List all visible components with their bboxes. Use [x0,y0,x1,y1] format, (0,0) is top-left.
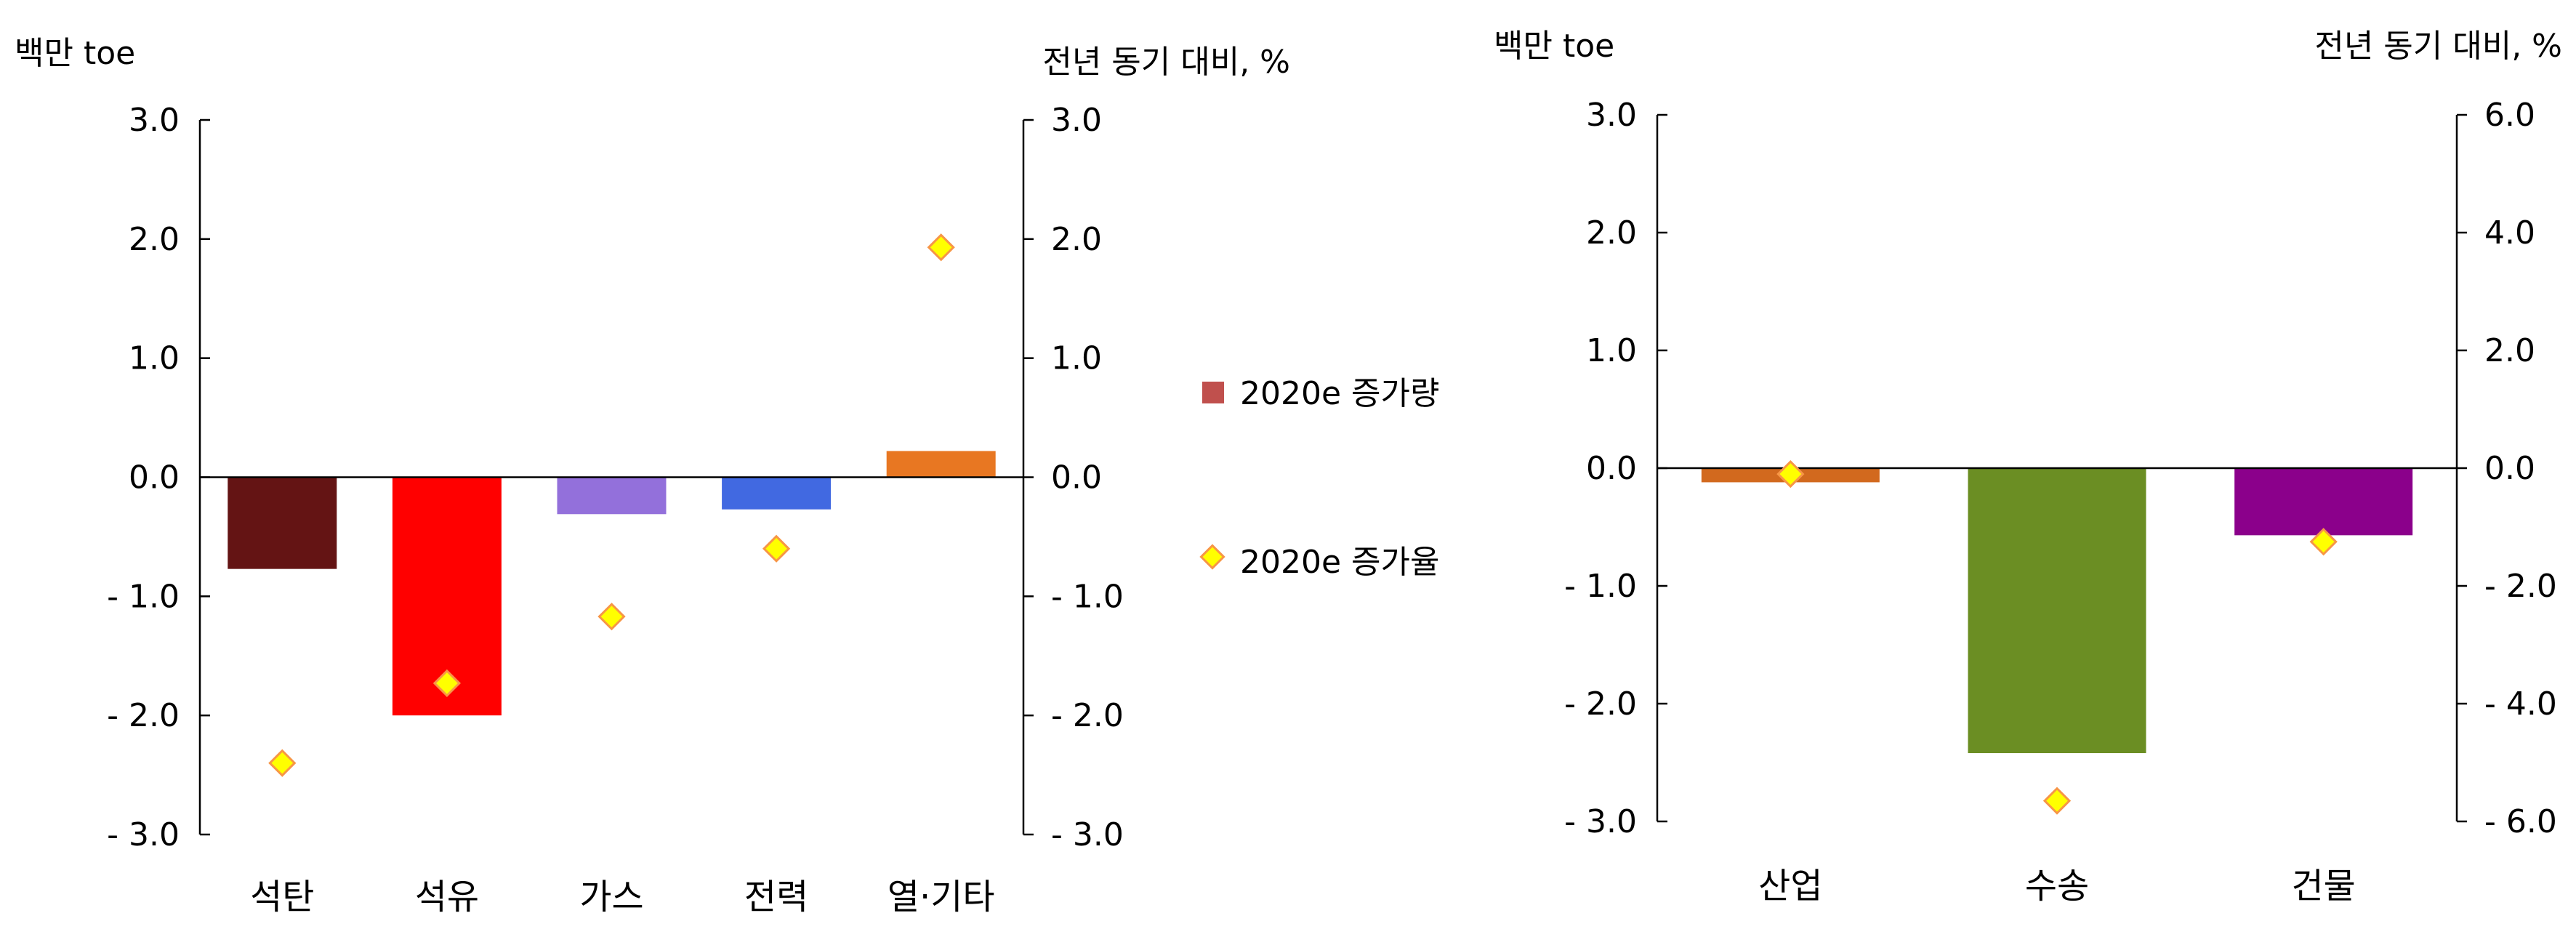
left-chart-y-tick-label-left: 2.0 [129,221,180,258]
right-chart-bars [1657,467,2457,754]
left-chart-marker-2 [597,603,626,631]
legend-marker-label: 2020e 증가율 [1240,544,1439,581]
right-chart-y-tick-label-left: 0.0 [1586,450,1637,487]
left-chart-y-tick-label-right: 2.0 [1051,221,1102,258]
left-chart-y-tick-label-left: - 1.0 [107,578,180,615]
left-chart-y-tick-label-left: 0.0 [129,459,180,496]
right-chart-y-tick-label-right: 2.0 [2484,332,2535,369]
right-chart-markers [1776,459,2338,815]
left-chart-y-tick-label-right: - 3.0 [1051,816,1124,853]
right-chart-y-label-right: 전년 동기 대비, % [2314,28,2562,65]
left-chart-category-labels: 석탄 석유 가스 전력 열·기타 [250,877,994,917]
right-chart-y-tick-label-right: 0.0 [2484,450,2535,487]
left-chart-y-tick-label-right: 0.0 [1051,459,1102,496]
right-chart-y-tick-label-right: - 2.0 [2484,568,2557,605]
left-chart-category-label-3: 전력 [744,877,808,917]
right-chart-y-tick-label-left: - 2.0 [1564,685,1637,723]
left-chart-y-axis-left-ticks: 3.0 2.0 1.0 0.0 - 1.0 - 2.0 - 3.0 [107,102,210,853]
left-chart-bars [200,451,1023,716]
left-chart-bar-4 [886,451,996,478]
right-chart-marker-1 [2042,787,2072,815]
right-chart-y-tick-label-right: 6.0 [2484,97,2535,134]
right-chart-category-label-2: 건물 [2292,866,2356,906]
left-chart-y-tick-label-left: - 3.0 [107,816,180,853]
right-chart-category-labels: 산업 수송 건물 [1758,866,2356,906]
legend: 2020e 증가량 2020e 증가율 [1199,375,1439,581]
left-chart-y-tick-label-left: - 2.0 [107,697,180,734]
left-chart-y-tick-label-left: 3.0 [129,102,180,139]
left-chart-y-axis-right-ticks: 3.0 2.0 1.0 0.0 - 1.0 - 2.0 - 3.0 [1022,102,1124,853]
right-chart-y-tick-label-right: 4.0 [2484,214,2535,252]
right-chart-y-tick-label-left: 3.0 [1586,97,1637,134]
left-chart-energy-source: 백만 toe 전년 동기 대비, % 3.0 2.0 1.0 0.0 - 1.0 - 2.… [15,35,1290,917]
right-chart-category-label-1: 수송 [2025,866,2089,906]
left-chart-category-label-2: 가스 [579,877,643,917]
right-chart-y-axis-right-ticks: 6.0 4.0 2.0 0.0 - 2.0 - 4.0 - 6.0 [2455,97,2557,840]
left-chart-bar-2 [557,477,667,515]
right-chart-y-tick-label-right: - 6.0 [2484,803,2557,840]
left-chart-bar-0 [228,477,337,569]
right-chart-marker-0 [1776,459,1805,488]
left-chart-category-label-0: 석탄 [250,877,314,917]
right-chart-y-axis-left-ticks: 3.0 2.0 1.0 0.0 - 1.0 - 2.0 - 3.0 [1564,97,1667,840]
right-chart-marker-2 [2309,528,2338,556]
left-chart-bar-3 [722,477,832,510]
right-chart-category-label-0: 산업 [1758,866,1822,906]
right-chart-y-tick-label-left: - 1.0 [1564,568,1637,605]
left-chart-y-tick-label-right: 1.0 [1051,340,1102,377]
left-chart-y-tick-label-right: - 1.0 [1051,578,1124,615]
left-chart-marker-0 [268,749,297,777]
right-chart-bar-1 [1968,468,2146,754]
right-chart-y-tick-label-left: 2.0 [1586,214,1637,252]
left-chart-marker-3 [762,534,791,563]
left-chart-category-label-1: 석유 [415,877,479,917]
right-chart-bar-2 [2234,468,2413,536]
left-chart-category-label-4: 열·기타 [887,877,995,917]
left-chart-y-tick-label-right: - 2.0 [1051,697,1124,734]
left-chart-y-tick-label-right: 3.0 [1051,102,1102,139]
legend-bar-swatch [1202,382,1224,403]
left-chart-y-tick-label-left: 1.0 [129,340,180,377]
right-chart-y-label-left: 백만 toe [1494,28,1614,65]
left-chart-markers [268,233,955,777]
right-chart-y-tick-label-right: - 4.0 [2484,685,2557,723]
legend-bar-label: 2020e 증가량 [1240,375,1439,412]
legend-marker-swatch [1199,544,1225,570]
left-chart-marker-4 [927,233,955,262]
left-chart-y-label-left: 백만 toe [15,35,135,72]
right-chart-sector: 백만 toe 전년 동기 대비, % 3.0 2.0 1.0 0.0 - 1.0 - 2.… [1494,28,2562,906]
right-chart-y-tick-label-left: - 3.0 [1564,803,1637,840]
left-chart-y-label-right: 전년 동기 대비, % [1042,44,1290,81]
right-chart-y-tick-label-left: 1.0 [1586,332,1637,369]
left-chart-marker-1 [432,669,462,698]
